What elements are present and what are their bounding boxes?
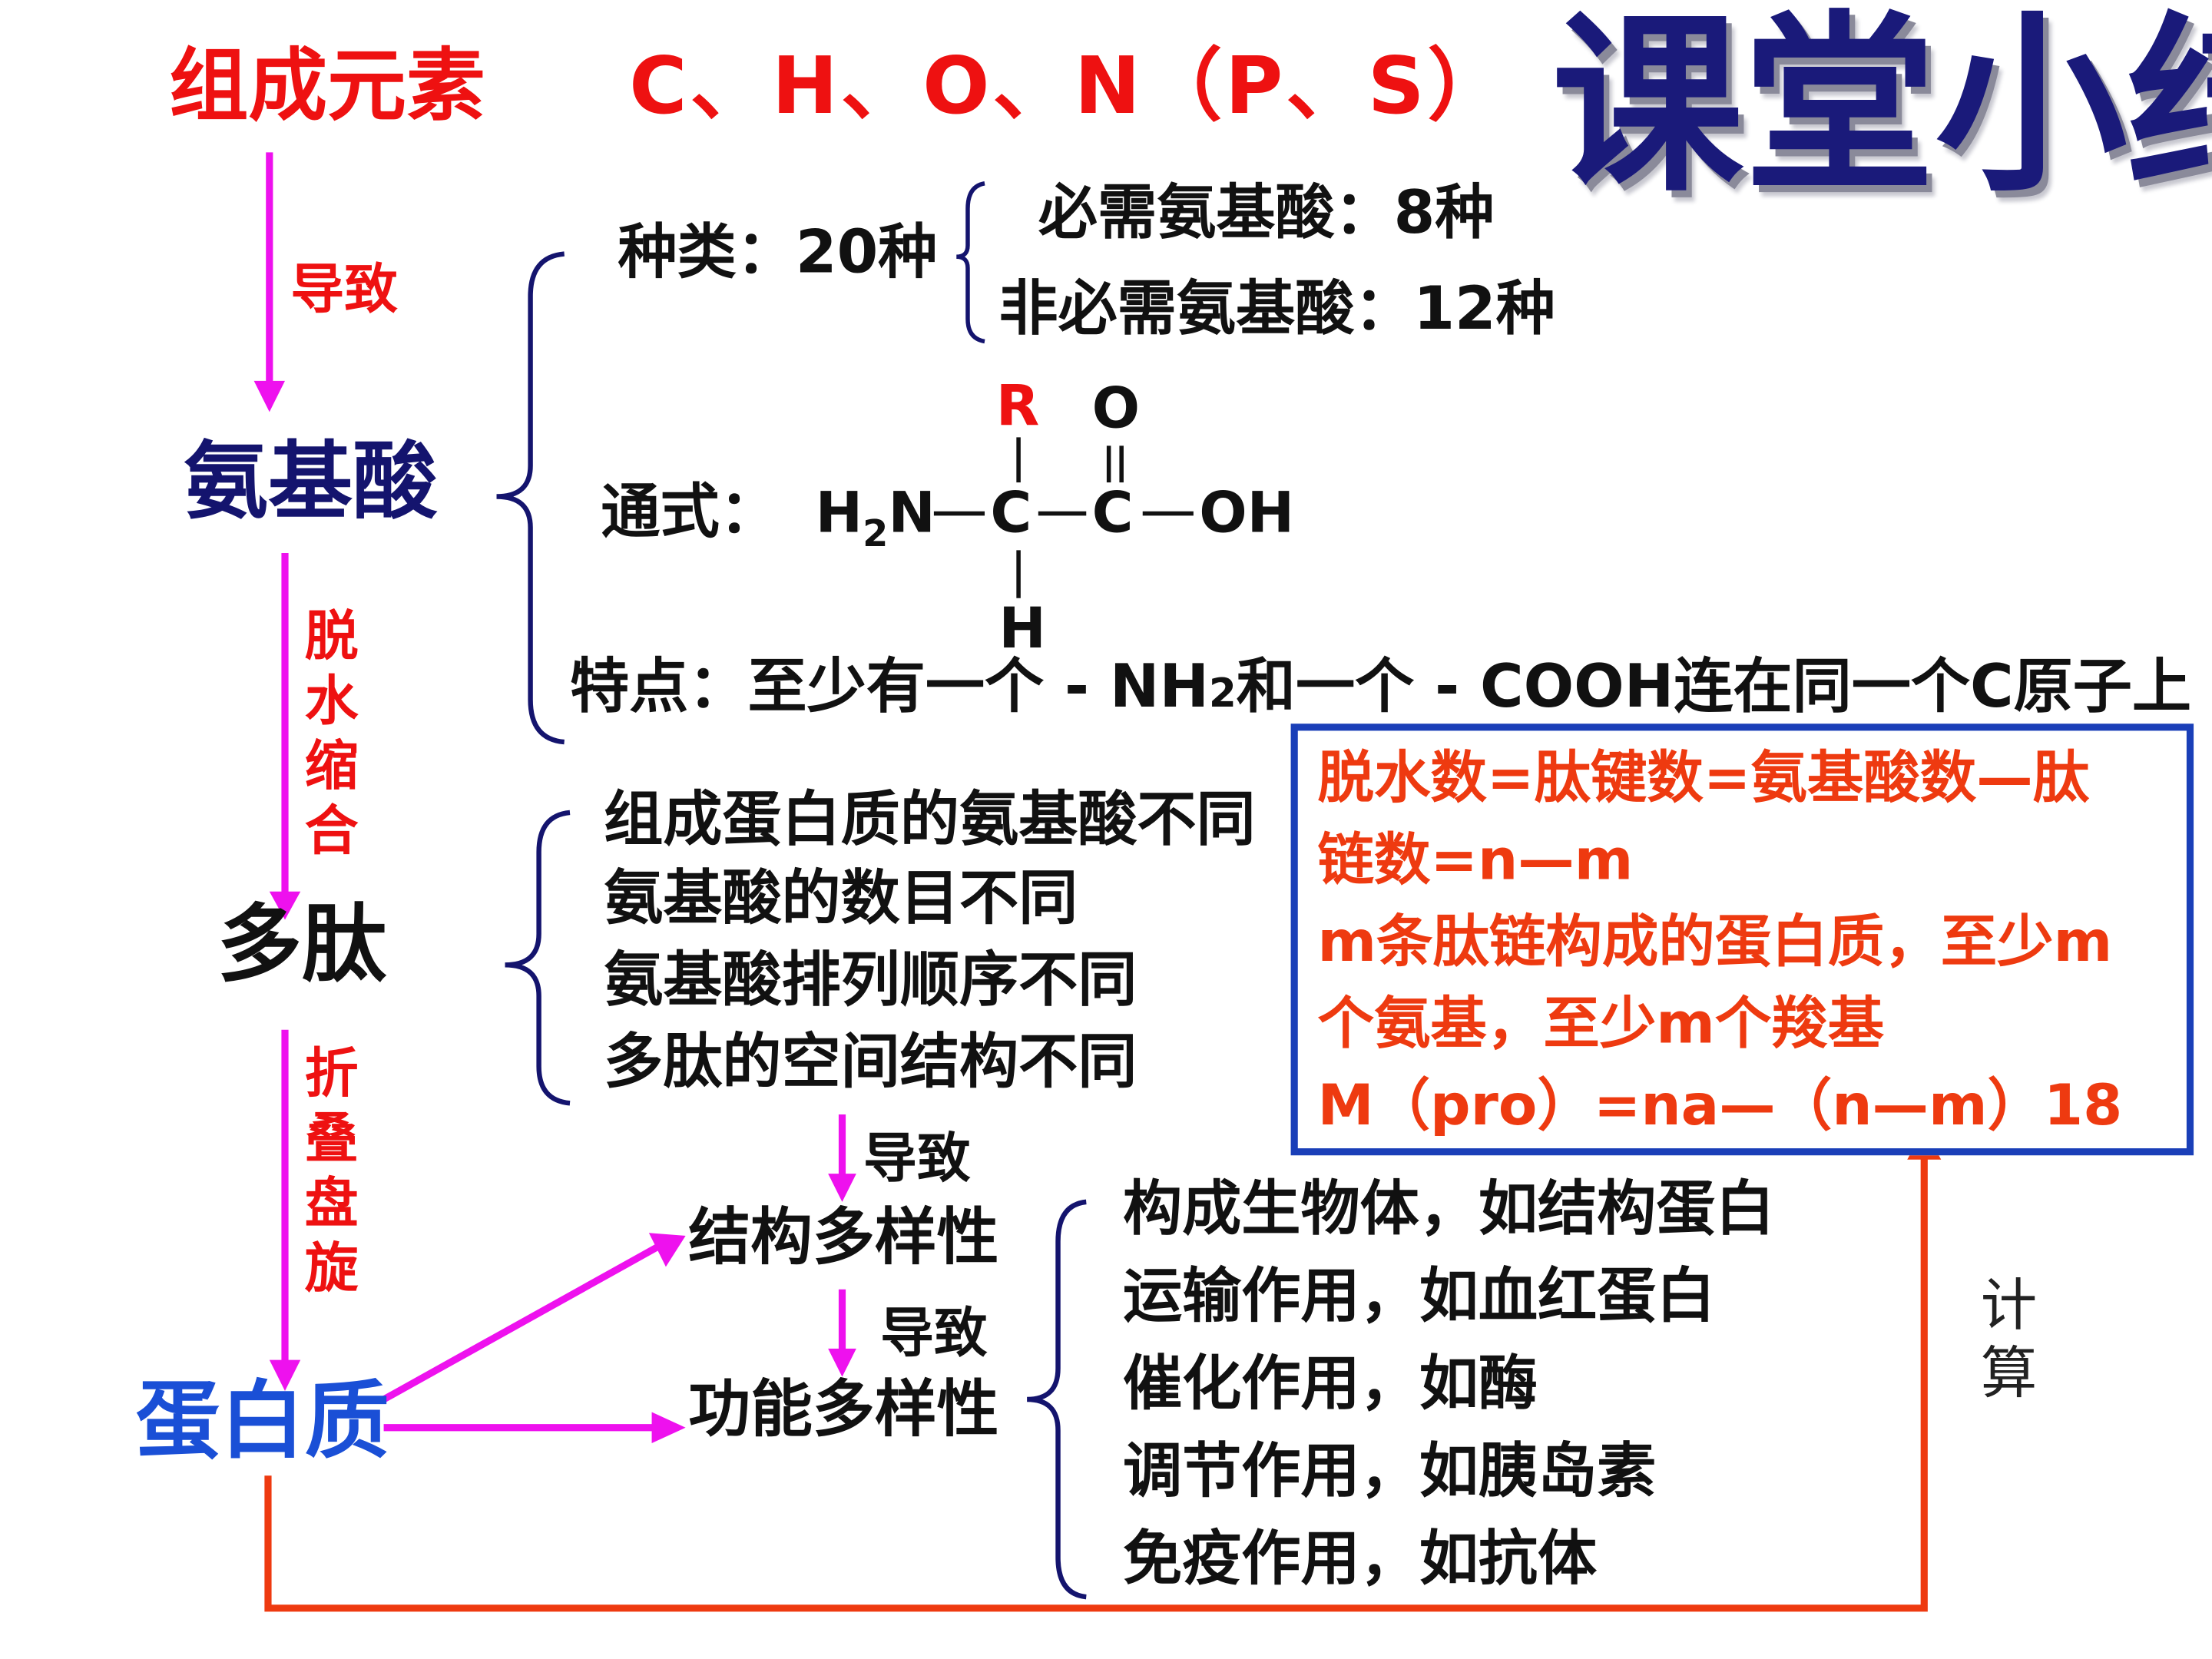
protein-node: 蛋白质 (135, 1373, 389, 1472)
elements-value: C、H、O、N（P、S） (629, 41, 1509, 133)
formula-bonds (933, 437, 1194, 598)
arrow1-label: 导致 (290, 258, 398, 320)
formula-carbonyl-o: O (1091, 376, 1141, 442)
brace-functions (1027, 1199, 1087, 1600)
polypeptide-node: 多肽 (217, 896, 387, 995)
nonessential-amino-acids: 非必需氨基酸：12种 (998, 273, 1555, 343)
lead-label-2: 导致 (880, 1302, 988, 1365)
amino-acid-node: 氨基酸 (183, 432, 438, 532)
calc-line-1: 脱水数=肽键数=氨基酸数—肽 (1317, 746, 2090, 812)
arrow-amino-to-peptide (269, 552, 301, 920)
brace-amino (496, 251, 565, 745)
function-item: 催化作用，如酶 (1123, 1348, 1538, 1418)
reason-item: 氨基酸的数目不同 (604, 863, 1078, 933)
reason-item: 组成蛋白质的氨基酸不同 (604, 784, 1256, 854)
slide-title: 课堂小结 (1551, 0, 2212, 219)
arrow-protein-to-structure (382, 1233, 686, 1403)
formula-hydroxyl: OH (1199, 481, 1295, 546)
arrow-protein-to-function (383, 1412, 686, 1443)
formula-alpha-carbon: C (990, 481, 1032, 546)
elements-label: 组成元素 (169, 41, 485, 133)
calculation-box: 脱水数=肽键数=氨基酸数—肽 链数=n—m m条肽链构成的蛋白质，至少m 个氨基… (1290, 724, 2194, 1156)
calc-line-5: M（pro）=na—（n—m）18 (1317, 1073, 2123, 1139)
lead-label-1: 导致 (863, 1127, 971, 1190)
calc-line-4: 个氨基，至少m个羧基 (1317, 992, 1885, 1057)
function-item: 构成生物体，如结构蛋白 (1123, 1174, 1775, 1243)
amino-acid-feature: 特点：至少有一个 - NH2和一个 - COOH连在同一个C原子上 (570, 651, 2192, 721)
brace-types (956, 181, 985, 344)
function-item: 运输作用，如血红蛋白 (1123, 1261, 1716, 1331)
arrow2-label: 脱水缩合 (304, 604, 359, 863)
functional-diversity: 功能多样性 (688, 1373, 999, 1446)
structural-diversity: 结构多样性 (688, 1201, 999, 1274)
formula-r-group: R (995, 373, 1040, 439)
calc-line-2: 链数=n—m (1317, 828, 1634, 893)
reason-item: 氨基酸排列顺序不同 (604, 945, 1137, 1015)
formula-carboxyl-carbon: C (1091, 481, 1134, 546)
function-item: 免疫作用，如抗体 (1123, 1523, 1598, 1593)
arrow-elements-to-amino (253, 152, 286, 412)
formula-label: 通式： (601, 476, 779, 546)
arrow-reasons-to-structure (828, 1114, 856, 1202)
reason-item: 多肽的空间结构不同 (604, 1027, 1137, 1097)
arrow3-label: 折叠盘旋 (304, 1042, 359, 1300)
function-item: 调节作用，如胰岛素 (1123, 1435, 1657, 1505)
essential-amino-acids: 必需氨基酸：8种 (1038, 177, 1495, 247)
brace-reasons (505, 810, 571, 1106)
types-label: 种类：20种 (618, 217, 938, 286)
calc-line-3: m条肽链构成的蛋白质，至少m (1317, 909, 2113, 975)
formula-hydrogen: H (998, 596, 1046, 662)
calculation-label: 计算 (1980, 1273, 2038, 1407)
arrow-peptide-to-protein (269, 1029, 301, 1391)
arrow-structure-to-function (828, 1289, 856, 1377)
formula-amino-group: H2N (815, 481, 935, 556)
